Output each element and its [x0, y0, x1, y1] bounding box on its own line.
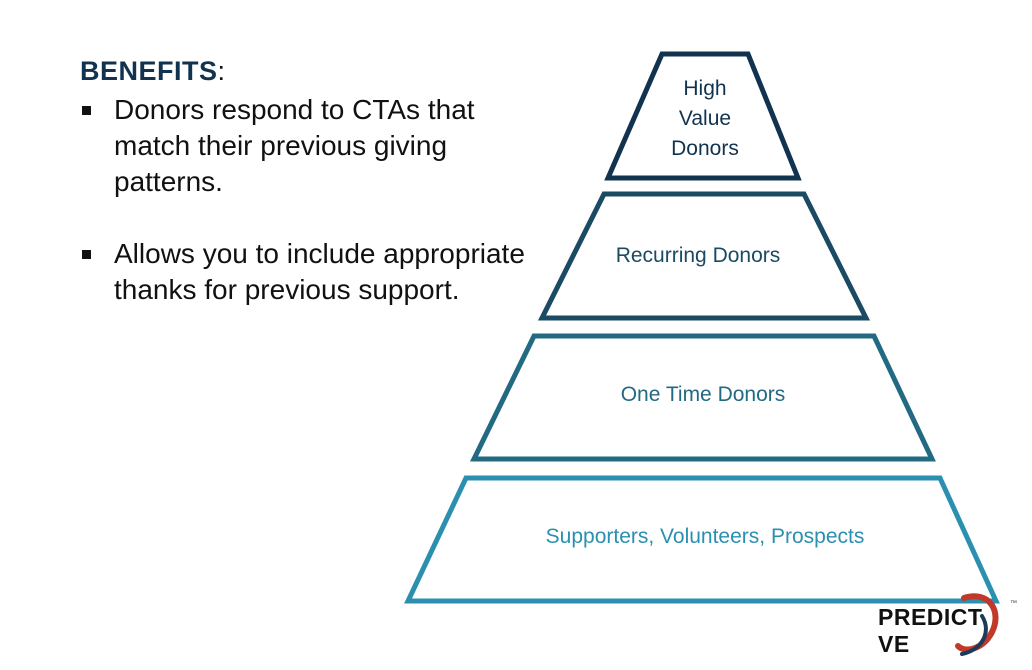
- tier-shape: [537, 191, 871, 321]
- trademark-symbol: ™: [1010, 600, 1017, 607]
- benefits-colon: :: [217, 56, 226, 86]
- tier-shape: [604, 51, 802, 181]
- benefits-title: BENEFITS: [80, 56, 218, 86]
- benefit-text: Allows you to include appropriate thanks…: [114, 238, 525, 305]
- tier-shape: [404, 475, 1000, 604]
- tier-label-line: High: [683, 77, 726, 100]
- benefits-heading: BENEFITS:: [80, 56, 225, 87]
- tier-label-line: Supporters, Volunteers, Prospects: [546, 525, 865, 548]
- tier-label-line: Donors: [671, 137, 739, 160]
- square-bullet-icon: [82, 106, 91, 115]
- pyramid-tier-recurring: Recurring Donors: [537, 191, 871, 321]
- benefit-text: Donors respond to CTAs that match their …: [114, 94, 475, 197]
- benefit-item: Allows you to include appropriate thanks…: [78, 236, 558, 308]
- pyramid-tier-supporters: Supporters, Volunteers, Prospects: [404, 475, 1000, 604]
- square-bullet-icon: [82, 250, 91, 259]
- tier-label-line: Recurring Donors: [616, 244, 781, 267]
- tier-shape: [469, 333, 936, 462]
- predictive-logo: PREDICT VE ™: [878, 588, 1018, 660]
- tier-label-line: One Time Donors: [621, 383, 786, 406]
- pyramid-tier-one-time: One Time Donors: [469, 333, 936, 462]
- logo-wordmark: PREDICT VE: [878, 604, 983, 657]
- pyramid-tier-high-value: High Value Donors: [604, 51, 802, 181]
- benefits-list: Donors respond to CTAs that match their …: [78, 92, 558, 308]
- benefit-item: Donors respond to CTAs that match their …: [78, 92, 558, 200]
- logo-mark-icon: [955, 593, 999, 656]
- tier-label-line: Value: [679, 107, 731, 130]
